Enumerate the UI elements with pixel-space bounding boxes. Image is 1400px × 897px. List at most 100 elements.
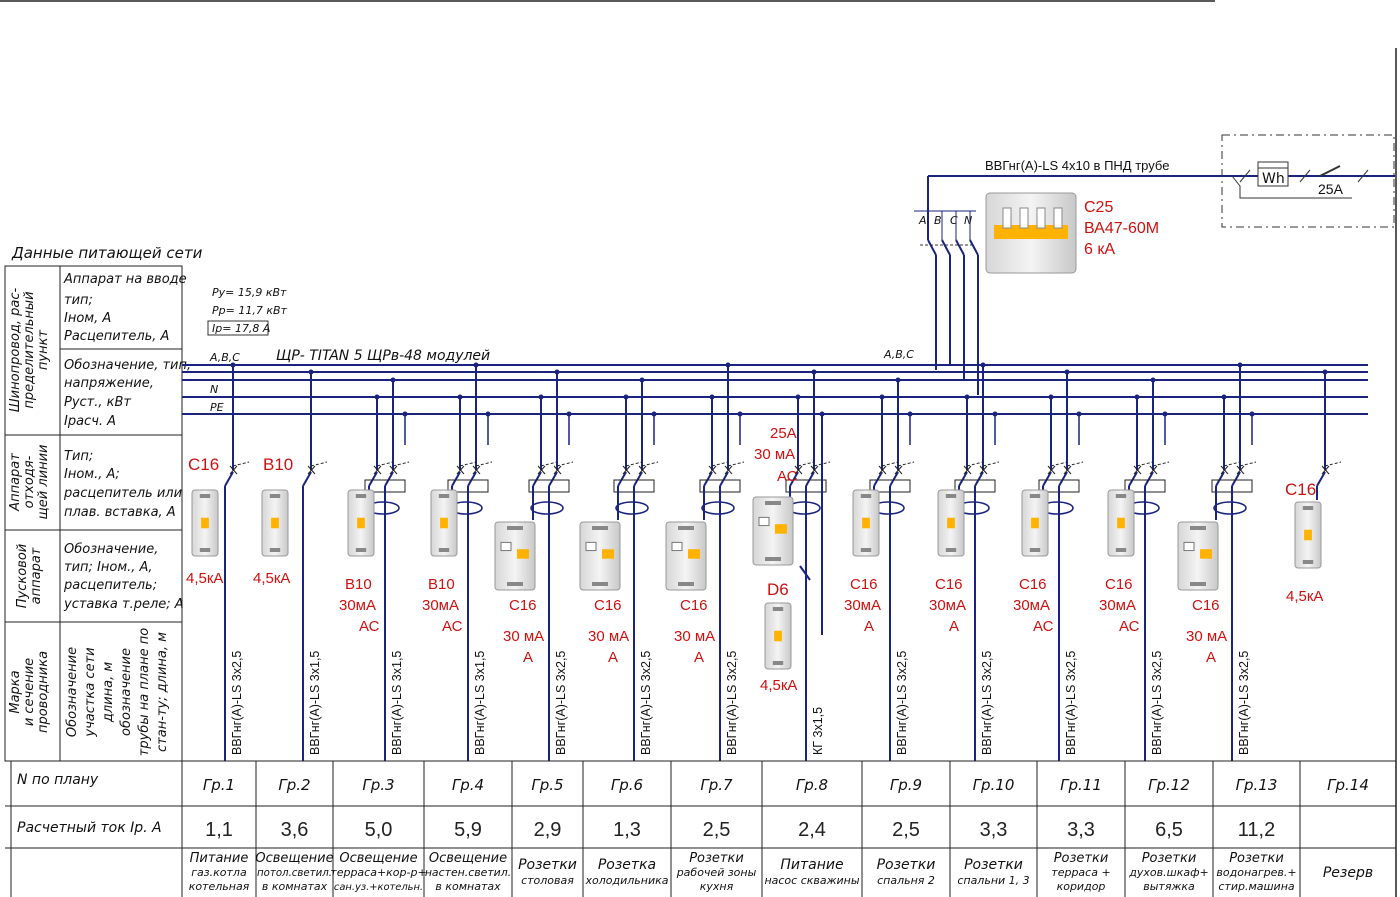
group-6-cable: ВВГнг(А)-LS 3x2,5 bbox=[639, 651, 653, 755]
current-cell-1: 1,1 bbox=[205, 819, 233, 841]
group-9-breaker-l bbox=[889, 461, 915, 487]
bottom-cells: Гр.11,1Питаниегаз.котлакотельнаяГр.23,6О… bbox=[189, 761, 1397, 897]
current-cell-4: 5,9 bbox=[454, 819, 482, 841]
group-8-label-4: 4,5кА bbox=[760, 677, 797, 694]
group-10-label-0: C16 bbox=[935, 576, 963, 593]
desc-cell-7-1: рабочей зоны bbox=[676, 866, 757, 879]
current-cell-12: 6,5 bbox=[1155, 819, 1183, 841]
desc-cell-11-1: терраса + bbox=[1051, 866, 1110, 879]
desc-cell-14-0: Резерв bbox=[1323, 865, 1373, 881]
group-10-label-2: А bbox=[949, 618, 959, 635]
desc-cell-3-2: сан.уз.+котельн. bbox=[334, 882, 423, 893]
left-row-input-3: Расцепитель, А bbox=[64, 329, 169, 344]
group-6-label-1: 30 мА bbox=[588, 628, 629, 645]
left-row-input-0: Аппарат на вводе bbox=[63, 272, 187, 287]
left-row-input-1: тип; bbox=[64, 293, 93, 308]
left-row-panel-1: напряжение, bbox=[64, 376, 154, 391]
current-cell-8: 2,4 bbox=[798, 819, 826, 841]
group-7-device bbox=[665, 521, 707, 591]
desc-cell-13-0: Розетки bbox=[1229, 851, 1284, 866]
group-12-label-2: АС bbox=[1119, 618, 1140, 635]
supply-title: Данные питающей сети bbox=[11, 244, 203, 262]
group-9-cable: ВВГнг(А)-LS 3x2,5 bbox=[895, 651, 909, 755]
group-12-cable: ВВГнг(А)-LS 3x2,5 bbox=[1150, 651, 1164, 755]
group-9-label-2: А bbox=[864, 618, 874, 635]
current-cell-10: 3,3 bbox=[980, 819, 1008, 841]
plan-cell-11: Гр.11 bbox=[1060, 776, 1102, 794]
group-11-label-2: АС bbox=[1033, 618, 1054, 635]
group-11-breaker-n bbox=[1042, 461, 1068, 487]
group-13-label-1: 30 мА bbox=[1186, 628, 1227, 645]
panel-name: ЩР- TITAN 5 ЩРв-48 модулей bbox=[276, 348, 490, 364]
plan-cell-9: Гр.9 bbox=[890, 776, 922, 794]
group-3-label-1: 30мА bbox=[339, 597, 376, 614]
desc-cell-8-0: Питание bbox=[780, 857, 843, 873]
desc-cell-2-1: потол.светил. bbox=[257, 868, 332, 879]
group-10-label-1: 30мА bbox=[929, 597, 966, 614]
group-5-label-1: 30 мА bbox=[503, 628, 544, 645]
meter-icon bbox=[1257, 161, 1289, 187]
desc-cell-12-0: Розетки bbox=[1142, 851, 1197, 866]
main-breaker-label-2: ВА47-60М bbox=[1084, 220, 1159, 237]
desc-cell-1-2: котельная bbox=[189, 880, 250, 893]
svg-text:пункт: пункт bbox=[36, 330, 51, 371]
left-row-starter-0: Обозначение, bbox=[64, 542, 158, 557]
svg-text:A: A bbox=[918, 214, 927, 227]
group-7-label-1: 30 мА bbox=[674, 628, 715, 645]
fuse-label: 25А bbox=[1318, 181, 1344, 197]
bus-bars bbox=[182, 364, 1368, 415]
main-breaker-label-3: 6 кА bbox=[1084, 241, 1115, 258]
group-8-label-3: D6 bbox=[767, 580, 789, 599]
group-13-label-2: А bbox=[1206, 649, 1216, 666]
desc-cell-4-2: в комнатах bbox=[435, 880, 501, 893]
svg-text:B: B bbox=[934, 214, 942, 227]
group-8-breaker-n bbox=[789, 461, 815, 487]
group-7-breaker-n bbox=[703, 461, 729, 487]
group-12-breaker-l bbox=[1144, 461, 1170, 487]
group-7-breaker-l bbox=[719, 461, 745, 487]
group-9-label-1: 30мА bbox=[844, 597, 881, 614]
desc-cell-10-0: Розетки bbox=[964, 857, 1023, 873]
group-4-breaker-n bbox=[451, 461, 477, 487]
svg-text:проводника: проводника bbox=[36, 651, 51, 733]
group-11-device bbox=[1021, 489, 1049, 557]
plan-cell-3: Гр.3 bbox=[362, 776, 394, 794]
svg-text:стан-ту; длина, м: стан-ту; длина, м bbox=[155, 632, 170, 752]
group-3-label-0: B10 bbox=[345, 576, 372, 593]
group-6-label-2: А bbox=[608, 649, 618, 666]
current-calculated: Iр= 17,8 А bbox=[212, 322, 270, 335]
group-13-breaker-l bbox=[1231, 461, 1257, 487]
group-13-cable: ВВГнг(А)-LS 3x2,5 bbox=[1237, 651, 1251, 755]
desc-cell-2-0: Освещение bbox=[255, 851, 333, 866]
group-10-cable: ВВГнг(А)-LS 3x2,5 bbox=[980, 651, 994, 755]
current-cell-3: 5,0 bbox=[365, 819, 393, 841]
current-cell-9: 2,5 bbox=[892, 819, 920, 841]
group-3-breaker-n bbox=[368, 461, 394, 487]
group-7-label-0: C16 bbox=[680, 597, 708, 614]
svg-text:пределительный: пределительный bbox=[22, 291, 37, 408]
left-row-panel-2: Руст., кВт bbox=[64, 395, 131, 410]
group-6-device bbox=[579, 521, 621, 591]
group-13-label-0: C16 bbox=[1192, 597, 1220, 614]
desc-cell-5-1: столовая bbox=[521, 874, 574, 887]
desc-cell-12-1: духов.шкаф+ bbox=[1128, 866, 1208, 879]
feed-cable-label: ВВГнг(А)-LS 4x10 в ПНД трубе bbox=[985, 158, 1169, 173]
group-8-breaker-l bbox=[805, 461, 831, 487]
desc-cell-1-1: газ.котла bbox=[191, 866, 247, 879]
current-cell-7: 2,5 bbox=[703, 819, 731, 841]
group-13-breaker-n bbox=[1215, 461, 1241, 487]
svg-text:Обозначение: Обозначение bbox=[65, 647, 80, 737]
group-14-breaker bbox=[1316, 461, 1342, 487]
group-5-label-0: C16 bbox=[509, 597, 537, 614]
group-2-cable: ВВГнг(А)-LS 3x1,5 bbox=[308, 651, 322, 755]
group-8-label-1: 30 мА bbox=[754, 446, 795, 463]
